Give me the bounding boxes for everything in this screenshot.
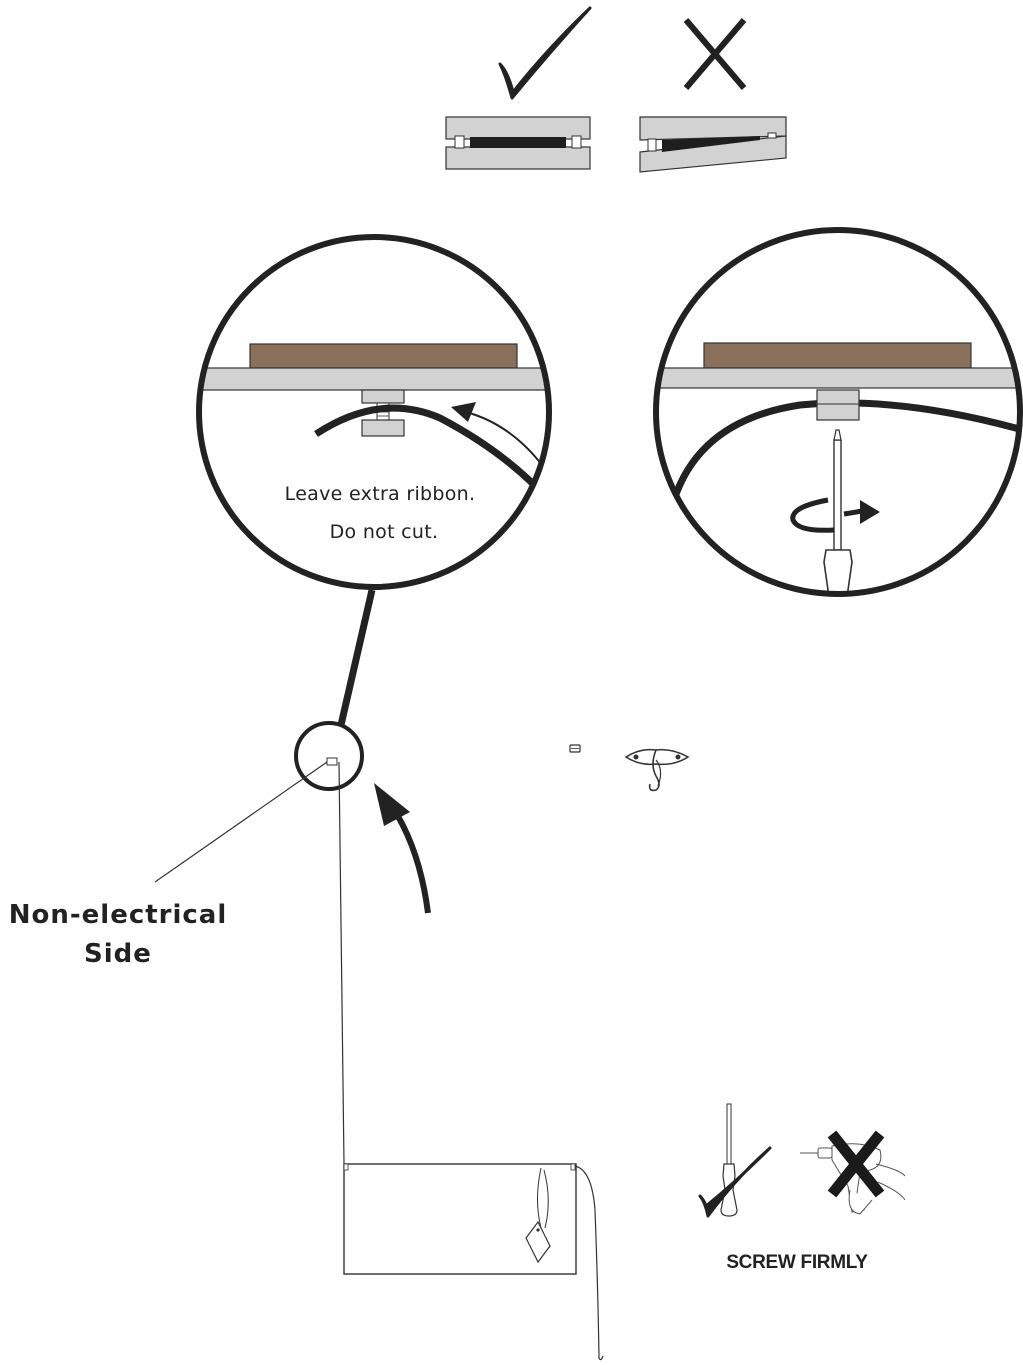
side-leader-line — [154, 761, 328, 883]
screwdriver-icon — [819, 429, 857, 594]
leave-ribbon-note: Leave extra ribbon. — [285, 483, 476, 505]
lift-arrow-icon — [374, 783, 431, 914]
side-label-line1: Non-electrical — [9, 900, 228, 930]
checkmark-icon — [498, 6, 592, 100]
clamp-incorrect — [639, 116, 787, 173]
screwdriver-small-icon — [720, 1103, 738, 1217]
clamp-correct — [445, 116, 591, 170]
power-drill-icon — [800, 1143, 906, 1215]
checkmark-small-icon — [698, 1146, 772, 1218]
tool-comparison: SCREW FIRMLY — [698, 1103, 906, 1273]
do-not-cut-note: Do not cut. — [330, 521, 439, 543]
panel — [343, 1163, 577, 1275]
power-cord — [574, 1165, 604, 1361]
callout-connector — [337, 589, 376, 726]
ceiling-anchor-icon — [569, 744, 581, 753]
incorrect-indicator — [639, 18, 787, 173]
hang-tag-icon — [525, 1220, 551, 1264]
cross-icon — [683, 18, 747, 90]
correct-indicator — [445, 6, 592, 170]
cross-small-icon — [827, 1130, 885, 1198]
left-detail-circle: Leave extra ribbon. Do not cut. — [196, 234, 552, 590]
screw-firmly-caption: SCREW FIRMLY — [726, 1252, 868, 1273]
right-detail-circle — [653, 227, 1023, 597]
ceiling-hook-icon — [624, 748, 690, 792]
side-label-line2: Side — [84, 939, 152, 969]
zoom-callout-circle — [294, 721, 364, 791]
hanging-wire-left — [338, 761, 345, 1165]
